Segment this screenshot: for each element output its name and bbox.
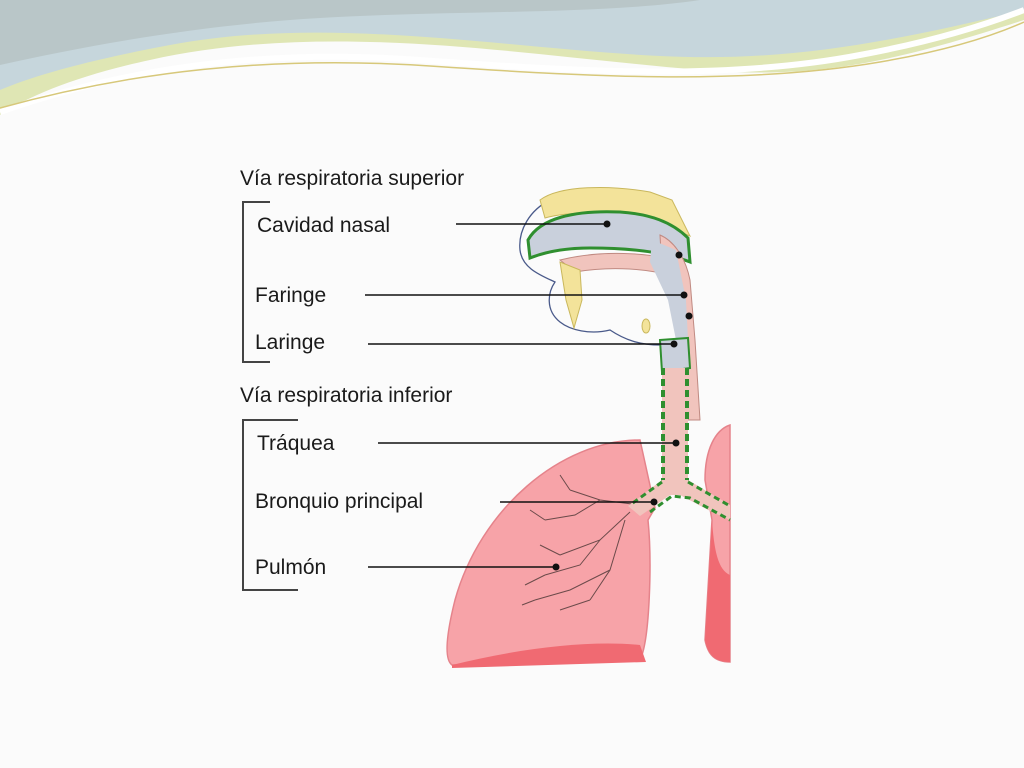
larynx-shape: [658, 336, 692, 374]
wave-grey: [0, 0, 700, 65]
dot-pharynx: [680, 291, 688, 299]
dot-nasal-cavity: [603, 220, 611, 228]
right-lung-base: [452, 643, 646, 668]
label-trachea: Tráquea: [257, 432, 335, 455]
label-larynx: Laringe: [255, 331, 325, 354]
label-nasal-cavity: Cavidad nasal: [257, 214, 390, 237]
lower-airway-heading: Vía respiratoria inferior: [240, 384, 452, 407]
wave-white-line: [0, 7, 1024, 115]
dot-pharynx-lower: [685, 312, 693, 320]
wave-gold-line: [0, 21, 1024, 109]
bronchial-tree: [521, 474, 641, 611]
main-bronchi: [628, 480, 730, 520]
dot-larynx: [670, 340, 678, 348]
label-pharynx: Faringe: [255, 284, 326, 307]
label-main-bronchus: Bronquio principal: [255, 490, 423, 513]
pharynx-airway: [650, 240, 688, 340]
dot-pharynx-upper: [675, 251, 683, 259]
label-lung: Pulmón: [255, 556, 326, 579]
trachea-shape: [662, 368, 688, 483]
bronchi-mucosa: [629, 480, 731, 522]
upper-airway-heading: Vía respiratoria superior: [240, 167, 464, 190]
anatomy-illustration: [446, 187, 731, 668]
dot-trachea: [672, 439, 680, 447]
right-lung: [446, 439, 656, 666]
header-waves: [0, 0, 1024, 115]
upper-airway-bracket: [242, 201, 270, 363]
dot-main-bronchus: [650, 498, 658, 506]
labels: Vía respiratoria superior Cavidad nasal …: [240, 167, 693, 591]
lower-airway-bracket: [242, 419, 298, 591]
head-outline: [519, 199, 661, 346]
epiglottis: [641, 318, 651, 334]
dot-lung: [552, 563, 560, 571]
left-lung-inner: [705, 520, 730, 662]
